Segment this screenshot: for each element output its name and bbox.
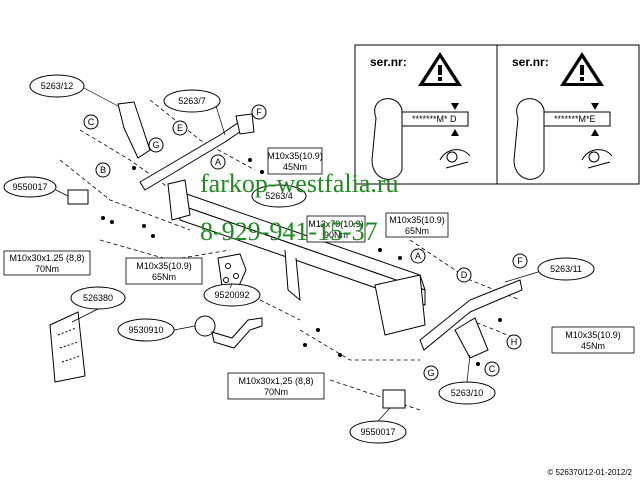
part-number: 9550017 — [12, 182, 47, 192]
part-number: 5263/11 — [550, 264, 582, 274]
callout-letter: B — [100, 165, 106, 175]
serial-code: *******M*E — [554, 114, 596, 124]
callout-letter: A — [215, 157, 221, 167]
callout-letter: E — [177, 123, 183, 133]
torque-bolt: M12x70(10.9) — [308, 219, 364, 229]
torque-box-5 — [385, 212, 449, 238]
part-label-5263-12 — [29, 74, 85, 98]
torque-bolt: M10x35(10.9) — [267, 151, 323, 161]
part-number: 5263/4 — [265, 191, 293, 201]
callout-a-lower — [410, 248, 426, 264]
torque-bolt: M10x35(10.9) — [136, 261, 192, 271]
leader-lines — [55, 87, 539, 422]
callout-g-left — [148, 137, 164, 153]
torque-bolt: M10x35(10.9) — [565, 330, 621, 340]
part-number: 526380 — [83, 293, 113, 303]
electrical-kit-bag — [49, 311, 86, 383]
callout-d — [456, 267, 472, 283]
torque-value: 70Nm — [264, 387, 288, 397]
torque-box-3 — [125, 257, 203, 285]
torque-value: 90Nm — [324, 230, 348, 240]
torque-box-6 — [551, 326, 635, 354]
bracket-5263-12 — [117, 101, 151, 159]
callout-f-upper — [251, 104, 267, 120]
torque-value: 70Nm — [35, 264, 59, 274]
callout-letter: D — [461, 270, 468, 280]
torque-value: 45Nm — [581, 341, 605, 351]
part-number: 9550017 — [360, 427, 395, 437]
watermark-website: farkop-westfalia.ru — [200, 169, 399, 198]
torque-bolt: M10x30x1,25 (8,8) — [238, 376, 313, 386]
torque-bolt: M10x30x1.25 (8,8) — [9, 253, 84, 263]
eye-icon — [581, 149, 613, 169]
callout-letter: G — [427, 368, 434, 378]
part-number: 5263/10 — [451, 388, 484, 398]
warning-triangle-icon — [560, 52, 604, 86]
part-number: 5263/12 — [41, 81, 74, 91]
torque-box-4 — [306, 215, 366, 243]
torque-bolt: M10x35(10.9) — [389, 215, 445, 225]
part-number: 5263/7 — [178, 96, 206, 106]
callout-c-right — [484, 361, 500, 377]
torque-box-2 — [3, 250, 91, 276]
callout-letter: F — [256, 107, 262, 117]
copyright-notice: © 526370/12-01-2012/2 — [547, 468, 632, 477]
callout-letter: F — [517, 256, 523, 266]
eye-icon — [439, 149, 471, 169]
part-label-5263-7 — [163, 89, 221, 113]
torque-box-1 — [267, 147, 323, 175]
right-side-bracket — [419, 279, 523, 359]
warning-triangle-icon — [418, 52, 462, 86]
torque-box-7 — [227, 372, 325, 400]
callout-letter: G — [152, 140, 159, 150]
bolt-bag-bottom — [382, 389, 406, 409]
serial-number-label: ser.nr: — [512, 55, 549, 69]
torque-value: 45Nm — [283, 162, 307, 172]
callout-letter: A — [415, 251, 421, 261]
serial-number-label: ser.nr: — [370, 55, 407, 69]
torque-value: 65Nm — [405, 226, 429, 236]
torque-value: 65Nm — [152, 272, 176, 282]
callout-letter: C — [489, 364, 496, 374]
bolt-bag-top — [67, 189, 89, 205]
callout-h — [506, 334, 522, 350]
part-number: 9520092 — [214, 290, 249, 300]
callout-letter: H — [511, 337, 518, 347]
callout-c-left — [83, 114, 99, 130]
callout-e — [172, 120, 188, 136]
callout-letter: C — [88, 117, 95, 127]
callout-a-upper — [210, 154, 226, 170]
serial-code: *******M* D — [412, 114, 457, 124]
warning-panel-right: ser.nr: *******M*E — [496, 44, 640, 185]
watermark-phone: 8-929-941-15-37 — [200, 217, 378, 246]
part-number: 9530910 — [128, 325, 163, 335]
part-label-9550017-top — [3, 176, 57, 198]
tow-ball — [194, 315, 263, 349]
warning-panel-left: ser.nr: *******M* D — [354, 44, 498, 185]
part-label-5263-11 — [537, 257, 595, 281]
callout-g-right — [423, 365, 439, 381]
fasteners — [101, 158, 502, 366]
flange-plate — [217, 253, 247, 289]
part-label-5263-4 — [251, 184, 307, 208]
main-cross-beam — [167, 179, 426, 336]
left-side-bracket — [139, 113, 255, 191]
callout-f-lower — [512, 253, 528, 269]
callout-b — [95, 162, 111, 178]
